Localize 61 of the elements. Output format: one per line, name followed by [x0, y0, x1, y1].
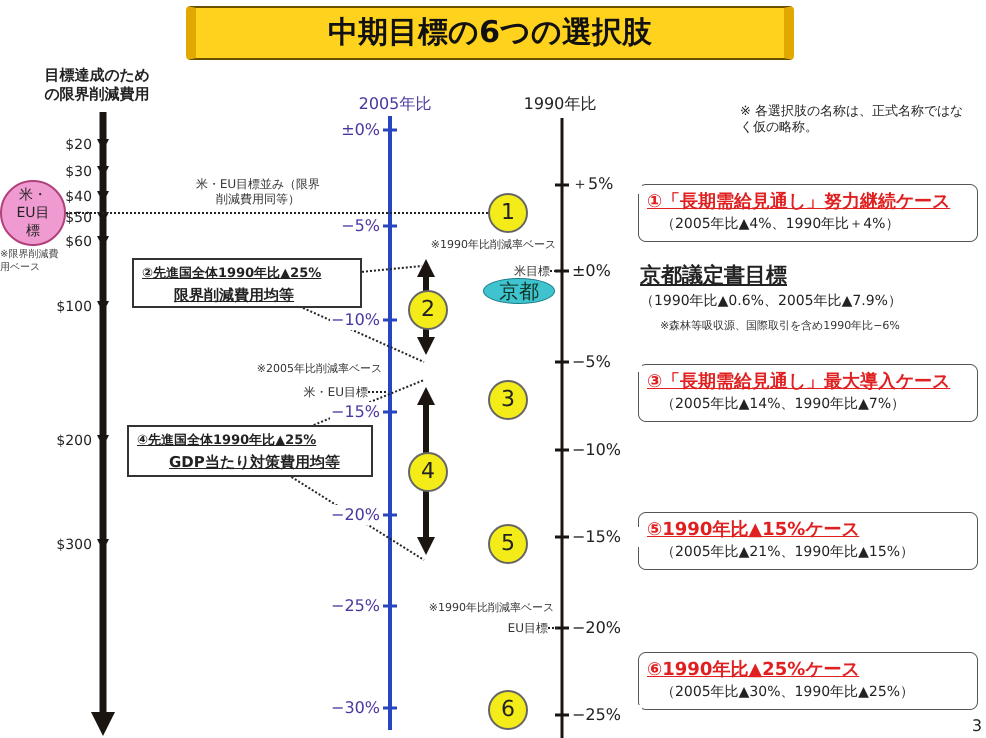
caption-text: ※限界削減費用ベース: [0, 248, 60, 274]
case-box: [638, 364, 978, 422]
cost-label: $40: [64, 189, 92, 206]
note-text: 米目標: [488, 262, 550, 280]
case-box: [638, 652, 978, 710]
option-box: [132, 258, 362, 308]
box-heading: ⑥1990年比▲25%ケース: [647, 658, 860, 681]
edge-label: 米・EU目標並み（限界削減費用同等）: [195, 177, 321, 207]
label-ellipse: 京都: [483, 278, 555, 304]
tick-label: −15%: [330, 402, 380, 422]
tick-label: −15%: [572, 527, 642, 547]
tick-label: −20%: [330, 505, 380, 525]
number-circle: 1: [488, 193, 528, 233]
box-heading: 限界削減費用均等: [174, 286, 294, 305]
axis-title: 1990年比: [522, 94, 598, 114]
subtitle-text: （1990年比▲0.6%、2005年比▲7.9%）: [640, 293, 903, 310]
note-text: ※1990年比削減率ベース: [428, 601, 554, 615]
option-box: [127, 425, 373, 477]
box-heading: ⑤1990年比▲15%ケース: [647, 518, 860, 541]
case-box: [638, 184, 978, 242]
axis-title: 目標達成のための限界削減費用: [44, 66, 150, 104]
tick-label: −5%: [572, 352, 642, 372]
note-text: ※1990年比削減率ベース: [430, 238, 556, 252]
number-circle: 2: [408, 290, 448, 330]
case-box: [638, 512, 978, 570]
tick-label: −10%: [330, 310, 380, 330]
box-heading: GDP当たり対策費用均等: [169, 453, 340, 472]
dotted-line: [66, 212, 488, 214]
title-banner: 中期目標の6つの選択肢: [186, 6, 794, 60]
cost-label: $100: [55, 299, 92, 316]
leader-line: [548, 627, 560, 629]
cost-label: $20: [64, 137, 92, 154]
note-text: ※2005年比削減率ベース: [256, 362, 382, 376]
axis-title: 2005年比: [358, 94, 432, 114]
number-circle: 4: [408, 452, 448, 492]
leader-line: [550, 270, 560, 272]
box-subtext: （2005年比▲30%、1990年比▲25%）: [661, 683, 914, 701]
box-heading: ②先進国全体1990年比▲25%: [142, 265, 322, 282]
cost-label: $60: [64, 234, 92, 252]
page-number: 3: [970, 716, 982, 736]
cost-label: $200: [55, 433, 92, 450]
leader-line: [362, 265, 422, 273]
leader-line: [368, 391, 388, 393]
leader-line: [302, 307, 424, 363]
box-heading: ①「長期需給見通し」努力継続ケース: [647, 190, 950, 213]
box-heading: ④先進国全体1990年比▲25%: [137, 432, 316, 449]
note-text: ※森林等吸収源、国際取引を含め1990年比−6%: [660, 319, 901, 333]
box-subtext: （2005年比▲21%、1990年比▲15%）: [661, 543, 914, 561]
box-heading: ③「長期需給見通し」最大導入ケース: [647, 370, 950, 393]
note-text: 米・EU目標: [272, 383, 368, 401]
note-text: ※ 各選択肢の名称は、正式名称ではなく仮の略称。: [740, 104, 964, 136]
number-circle: 6: [488, 690, 528, 730]
number-circle: 5: [488, 524, 528, 564]
box-subtext: （2005年比▲14%、1990年比▲7%）: [661, 395, 906, 413]
target-circle: 米・EU目標: [0, 180, 66, 246]
note-text: EU目標: [486, 619, 548, 637]
number-circle: 3: [488, 380, 528, 420]
heading-text: 京都議定書目標: [640, 262, 788, 288]
cost-label: $30: [64, 164, 92, 182]
box-subtext: （2005年比▲4%、1990年比＋4%）: [661, 215, 900, 233]
cost-label: $300: [55, 537, 92, 554]
